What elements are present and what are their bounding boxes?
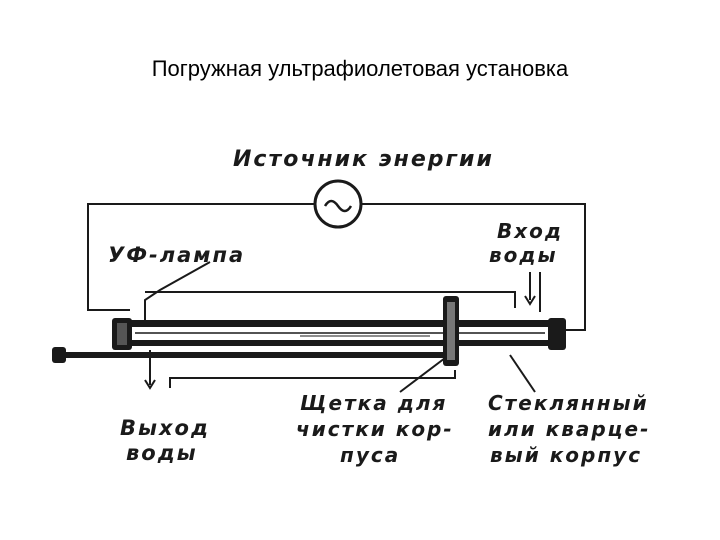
- label-brush-1: Щетка для: [300, 391, 447, 415]
- housing-leader: [509, 354, 536, 393]
- label-energy-source: Источник энергии: [233, 147, 494, 172]
- label-water-out-2: воды: [126, 441, 198, 465]
- label-housing-1: Стеклянный: [488, 391, 649, 415]
- left-wire: [87, 203, 315, 311]
- sine-wave: [323, 199, 353, 213]
- label-water-in-1: Вход: [497, 219, 563, 243]
- label-brush-3: пуса: [340, 443, 400, 467]
- label-brush-2: чистки кор-: [296, 417, 454, 441]
- label-uv-lamp: УФ-лампа: [108, 243, 245, 267]
- label-housing-2: или кварце-: [488, 417, 650, 441]
- right-end-cap: [548, 318, 566, 350]
- label-water-in-2: воды: [489, 243, 558, 267]
- quartz-housing: [130, 320, 550, 346]
- label-housing-3: вый корпус: [490, 443, 642, 467]
- page-title: Погружная ультрафиолетовая установка: [151, 56, 569, 81]
- ac-source-icon: [313, 179, 363, 229]
- label-water-out-1: Выход: [120, 416, 210, 440]
- rod-handle: [52, 347, 66, 363]
- brush-rod: [62, 352, 447, 358]
- water-inlet-pipe: [145, 291, 516, 308]
- right-wire: [362, 203, 586, 331]
- water-outlet-arrow: [144, 379, 156, 390]
- uv-lamp-leader: [144, 261, 211, 320]
